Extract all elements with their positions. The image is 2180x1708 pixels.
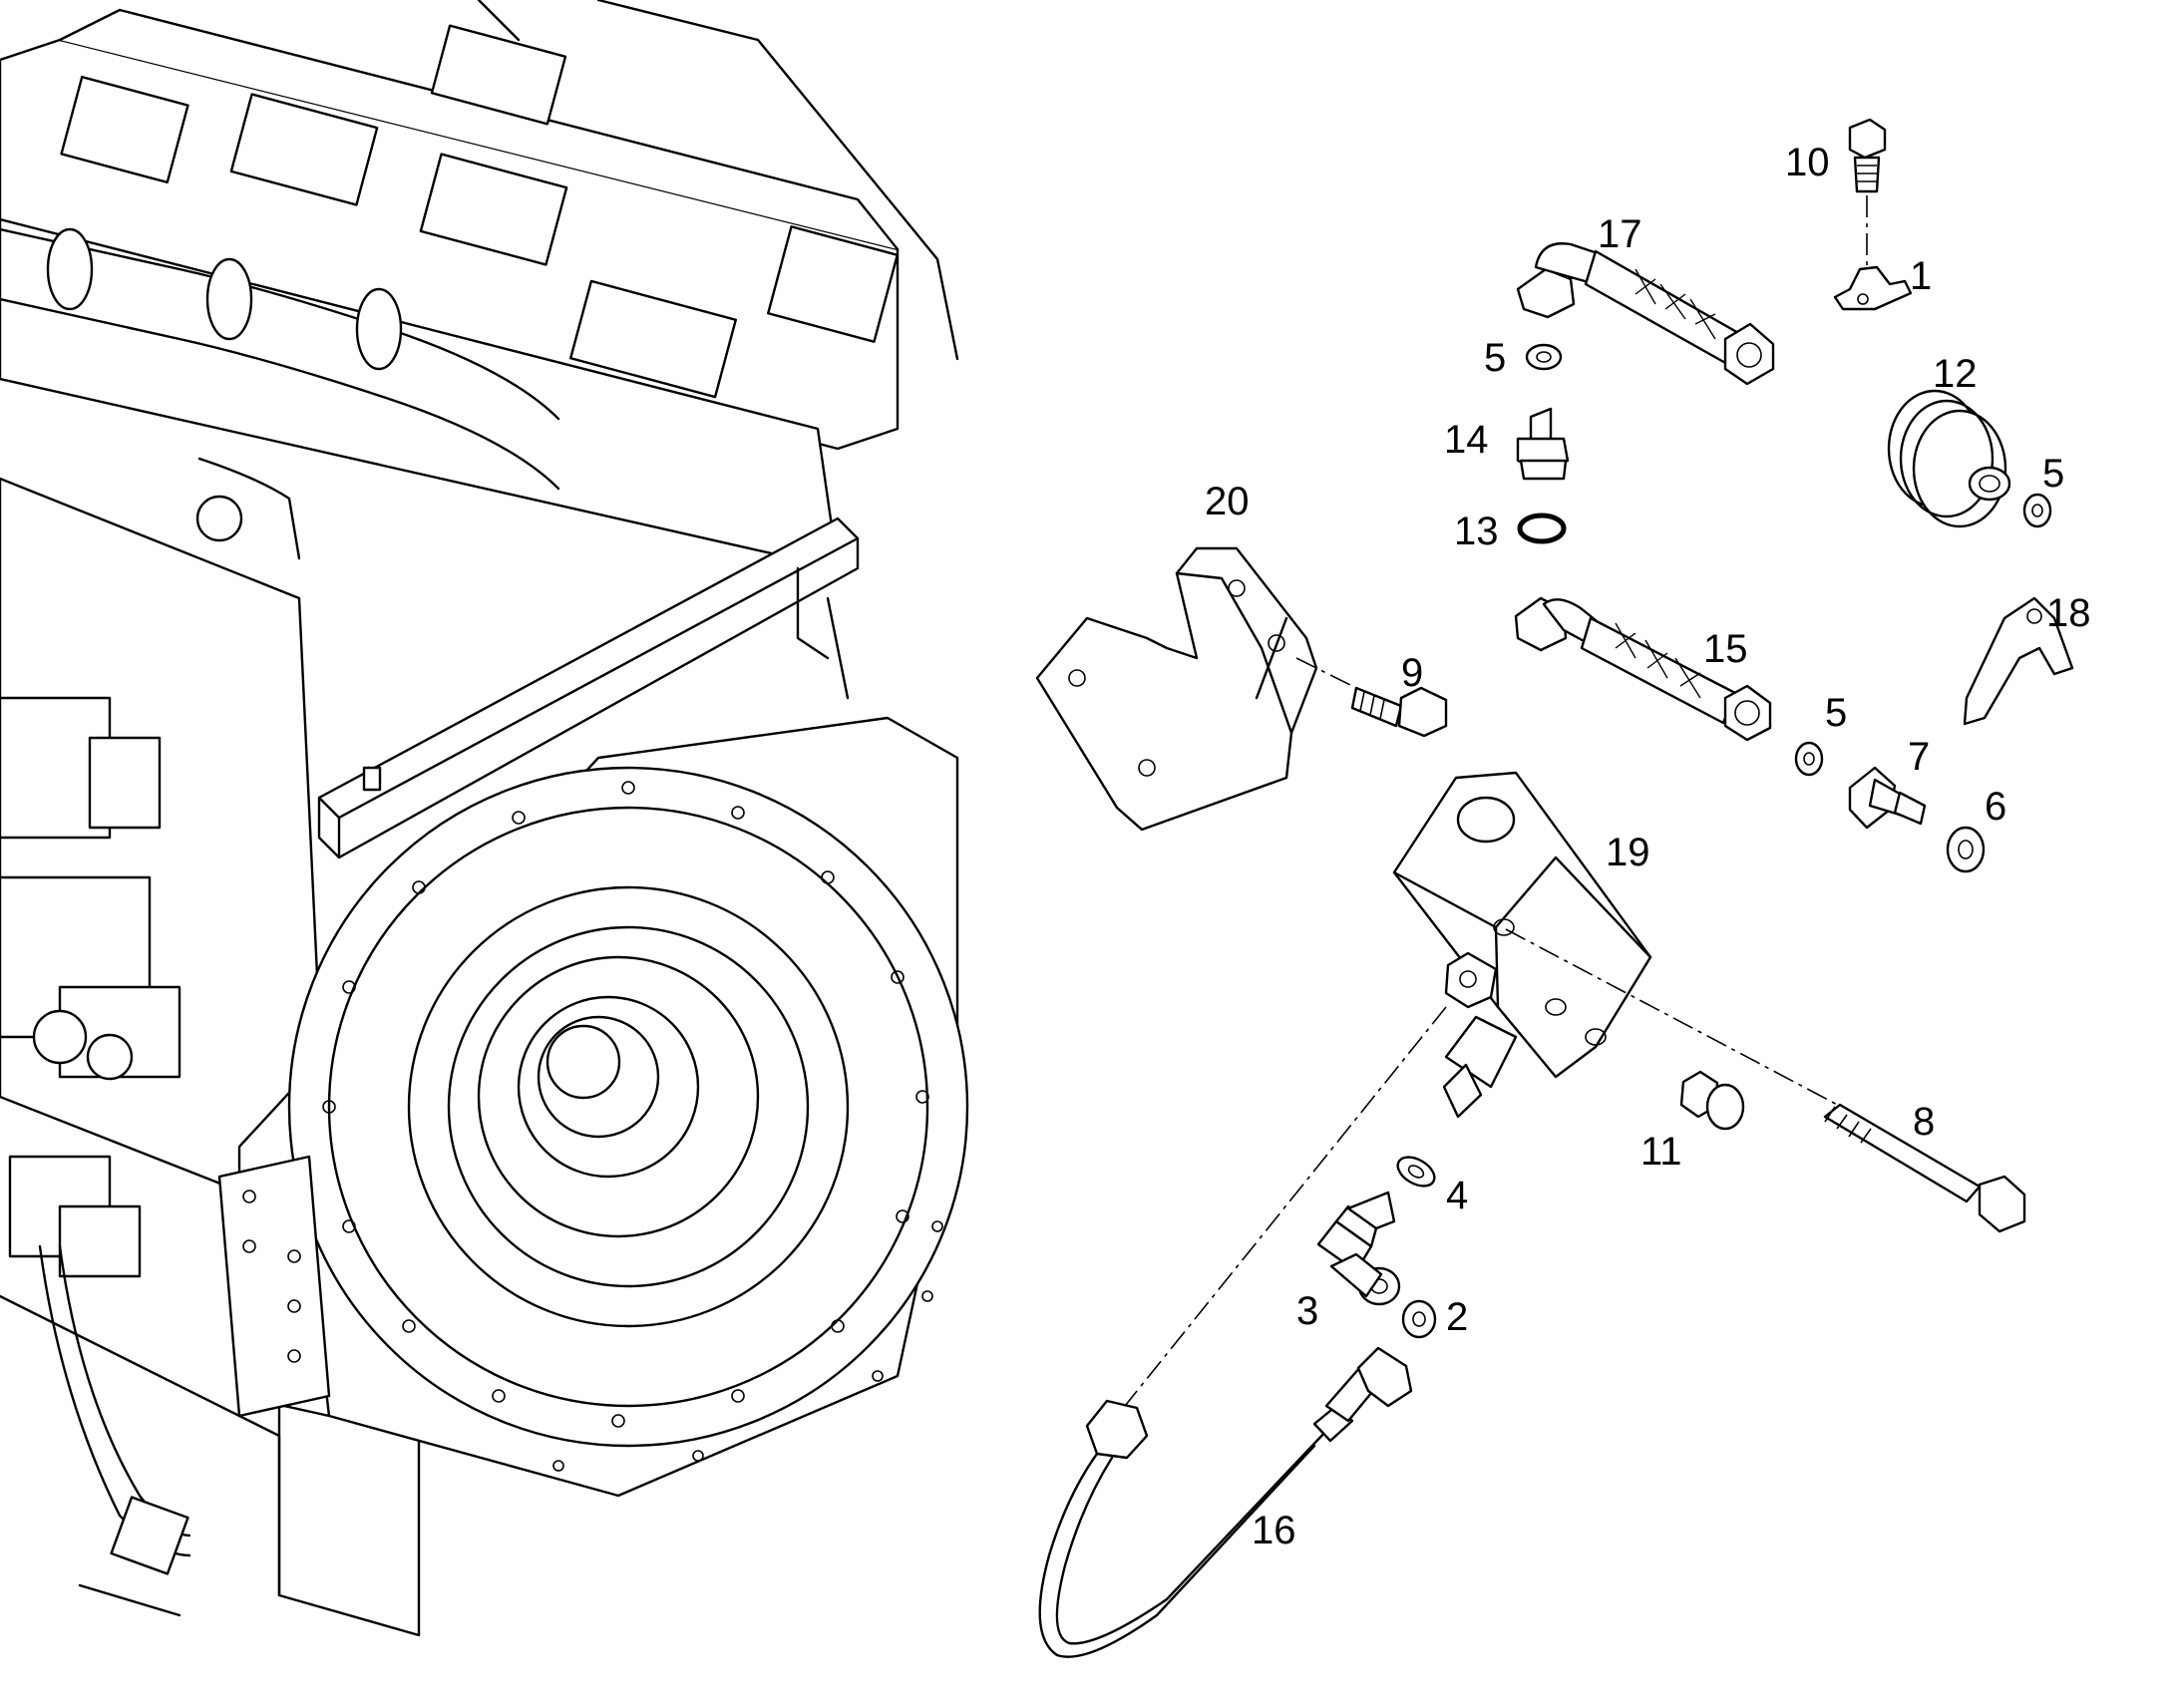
part-5-washer-right [2022, 493, 2052, 528]
engine-assembly [0, 0, 969, 1637]
callout-7: 7 [1908, 735, 1930, 779]
callout-16: 16 [1252, 1509, 1296, 1552]
callout-8: 8 [1913, 1100, 1935, 1144]
part-16-pipe [1038, 1346, 1413, 1658]
part-5-washer-top [1525, 343, 1563, 371]
callout-10: 10 [1785, 141, 1830, 184]
part-20-bracket [1035, 546, 1377, 832]
part-19-block [1116, 771, 1846, 1417]
callout-5-top: 5 [1484, 336, 1506, 380]
part-1-clip [1833, 265, 1913, 311]
callout-1: 1 [1910, 254, 1932, 298]
part-3-elbow [1316, 1191, 1401, 1306]
callout-17: 17 [1598, 212, 1642, 256]
flywheel-bolt-holes [322, 781, 943, 1472]
callout-14: 14 [1444, 418, 1489, 462]
callout-6: 6 [1985, 785, 2006, 829]
part-10-bolt [1848, 118, 1887, 279]
callout-18: 18 [2046, 591, 2091, 635]
callout-5-right: 5 [2042, 452, 2064, 496]
part-7-fitting [1848, 766, 1927, 830]
part-12-cap [1887, 389, 2011, 528]
part-11-fitting [1679, 1070, 1745, 1131]
part-17-hose [1516, 242, 1775, 386]
part-5-washer-middle [1794, 741, 1824, 777]
part-15-hose [1514, 596, 1772, 742]
callout-15: 15 [1703, 627, 1748, 671]
part-9-bolt [1350, 686, 1448, 738]
callout-20: 20 [1205, 480, 1250, 523]
part-18-bracket [1963, 596, 2074, 726]
callout-2: 2 [1446, 1295, 1468, 1339]
callout-13: 13 [1454, 510, 1499, 553]
callout-labels: 10 1 17 5 12 14 5 20 13 18 15 9 5 7 6 19… [1205, 141, 2091, 1552]
callout-4: 4 [1446, 1174, 1468, 1217]
callout-3: 3 [1296, 1289, 1318, 1333]
callout-19: 19 [1606, 831, 1650, 874]
part-8-bolt [1823, 1103, 2026, 1233]
callout-11: 11 [1640, 1130, 1682, 1174]
callout-5-middle: 5 [1825, 691, 1847, 735]
part-4-washer [1396, 1156, 1436, 1188]
part-6-washer [1946, 826, 1986, 873]
callout-12: 12 [1933, 352, 1978, 396]
part-2-washer [1401, 1299, 1437, 1339]
callout-9: 9 [1401, 651, 1423, 695]
part-13-o-ring [1517, 512, 1567, 544]
part-14-fitting [1516, 407, 1570, 481]
